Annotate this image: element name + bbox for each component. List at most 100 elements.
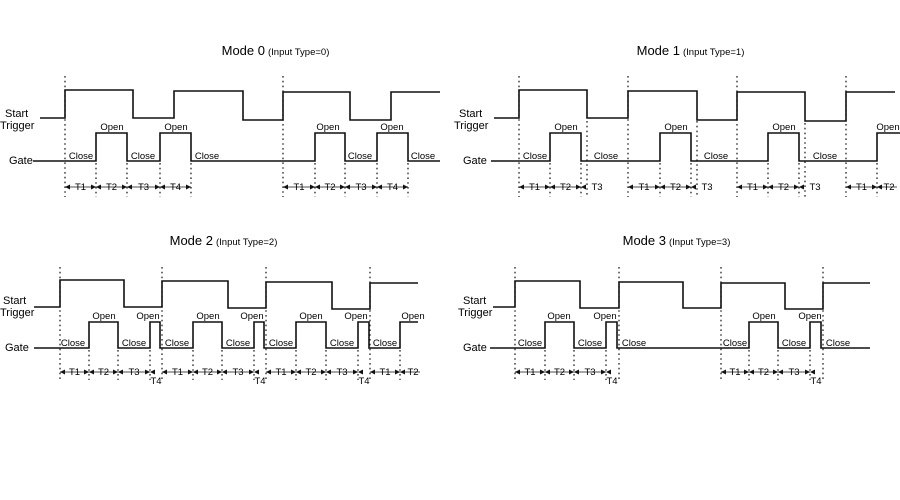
interval-t1: T1 — [737, 182, 768, 193]
close-tag: Close — [195, 151, 219, 162]
open-tag: Open — [196, 311, 219, 322]
interval-t2: T2 — [96, 182, 127, 193]
interval-t1: T1 — [721, 367, 749, 378]
state-tags: Open Open Open Open Open Open Open Close… — [61, 311, 425, 349]
interval-row: T1 T2 T3 T4 T1 — [60, 350, 420, 387]
start-trigger-waveform — [493, 280, 870, 310]
open-tag: Open — [593, 311, 616, 322]
panel-title: Mode 2 — [170, 233, 213, 248]
svg-text:T1: T1 — [529, 182, 540, 193]
open-tag: Open — [240, 311, 263, 322]
svg-text:T2: T2 — [758, 367, 769, 378]
open-tag: Open — [664, 122, 687, 133]
svg-text:T3: T3 — [591, 182, 602, 193]
panel-subtitle: (Input Type=0) — [268, 47, 329, 58]
svg-text:T3: T3 — [336, 367, 347, 378]
svg-text:T1: T1 — [856, 182, 867, 193]
open-tag: Open — [100, 122, 123, 133]
start-label: Start — [3, 295, 26, 307]
svg-text:T4: T4 — [810, 376, 821, 387]
interval-t1: T1 — [162, 367, 193, 378]
interval-t1: T1 — [283, 182, 315, 193]
interval-t1: T1 — [519, 182, 550, 193]
start-label: Start — [5, 108, 28, 120]
dotted-markers — [64, 76, 284, 197]
svg-text:T1: T1 — [69, 367, 80, 378]
start-trigger-waveform — [34, 279, 418, 310]
interval-t2: T2 — [545, 367, 574, 378]
open-tag: Open — [772, 122, 795, 133]
svg-text:T2: T2 — [106, 182, 117, 193]
trigger-label: Trigger — [0, 120, 35, 132]
interval-t4: T4 — [377, 182, 408, 193]
open-tag: Open — [554, 122, 577, 133]
open-tag: Open — [798, 311, 821, 322]
open-tag: Open — [547, 311, 570, 322]
interval-t3: T3 — [326, 367, 358, 378]
svg-text:T1: T1 — [275, 367, 286, 378]
panel-title: Mode 1 — [637, 43, 680, 58]
close-tag: Close — [165, 338, 189, 349]
dotted-markers — [514, 267, 824, 380]
interval-t1: T1 — [628, 182, 660, 193]
panel-subtitle: (Input Type=1) — [683, 47, 744, 58]
close-tag: Close — [122, 338, 146, 349]
trigger-label: Trigger — [458, 307, 493, 319]
svg-text:T3: T3 — [788, 367, 799, 378]
panel-mode1: Mode 1 (Input Type=1) Start Trigger Gate… — [454, 43, 900, 197]
interval-t3: T3 — [778, 367, 810, 378]
interval-t1: T1 — [65, 182, 96, 193]
interval-t3: T3 — [574, 367, 606, 378]
svg-text:T1: T1 — [729, 367, 740, 378]
start-trigger-waveform — [40, 89, 440, 121]
close-tag: Close — [131, 151, 155, 162]
open-tag: Open — [876, 122, 899, 133]
close-tag: Close — [61, 338, 85, 349]
close-tag: Close — [723, 338, 747, 349]
panel-subtitle: (Input Type=3) — [669, 237, 730, 248]
interval-row: T1 T2 T3 T4 T1 — [65, 163, 409, 197]
close-tag: Close — [411, 151, 435, 162]
interval-t4: T4 — [606, 369, 618, 387]
close-tag: Close — [578, 338, 602, 349]
svg-text:T3: T3 — [128, 367, 139, 378]
interval-t4: T4 — [358, 369, 370, 387]
interval-t4: T4 — [810, 369, 822, 387]
interval-t1: T1 — [846, 182, 877, 193]
close-tag: Close — [782, 338, 806, 349]
close-tag: Close — [330, 338, 354, 349]
open-tag: Open — [316, 122, 339, 133]
interval-t3: T3 — [581, 182, 603, 193]
interval-t3: T3 — [691, 182, 713, 193]
close-tag: Close — [622, 338, 646, 349]
svg-text:T2: T2 — [778, 182, 789, 193]
svg-text:T4: T4 — [606, 376, 617, 387]
start-label: Start — [463, 295, 486, 307]
interval-t2: T2 — [400, 367, 420, 378]
state-tags: Open Open Open Open Close Close Close Cl… — [518, 311, 850, 349]
interval-t3: T3 — [127, 182, 160, 193]
svg-text:T1: T1 — [293, 182, 304, 193]
svg-text:T3: T3 — [584, 367, 595, 378]
interval-t2: T2 — [193, 367, 222, 378]
gate-label: Gate — [5, 342, 29, 354]
close-tag: Close — [704, 151, 728, 162]
interval-t1: T1 — [515, 367, 545, 378]
interval-t3: T3 — [118, 367, 150, 378]
open-tag: Open — [92, 311, 115, 322]
svg-text:T1: T1 — [747, 182, 758, 193]
interval-t4: T4 — [160, 182, 191, 193]
svg-text:T4: T4 — [150, 376, 161, 387]
start-label: Start — [459, 108, 482, 120]
close-tag: Close — [373, 338, 397, 349]
open-tag: Open — [164, 122, 187, 133]
interval-t2: T2 — [660, 182, 691, 193]
svg-text:T3: T3 — [701, 182, 712, 193]
open-tag: Open — [752, 311, 775, 322]
svg-text:T1: T1 — [524, 367, 535, 378]
panel-mode2: Mode 2 (Input Type=2) Start Trigger Gate… — [0, 233, 425, 387]
open-tag: Open — [401, 311, 424, 322]
state-tags: Open Open Open Open Close Close Close Cl… — [69, 122, 435, 162]
close-tag: Close — [826, 338, 850, 349]
